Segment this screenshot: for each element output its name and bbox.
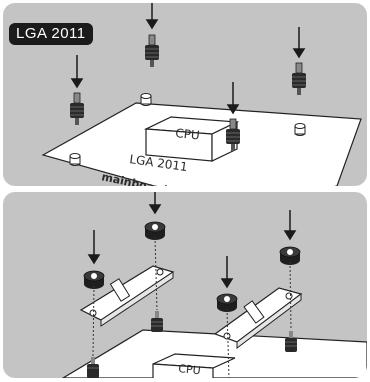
socket-type-badge: LGA 2011 [9,23,93,45]
standoff-screw-icon [292,63,306,95]
mainboard [63,330,367,378]
down-arrow-icon [147,3,157,28]
standoff-screw-icon [285,331,297,352]
down-arrow-icon [89,230,99,263]
down-arrow-icon [294,27,304,57]
cpu-chip: CPU [146,117,237,161]
step-install-standoffs-panel: CPU LGA 2011 mainboard [3,3,367,186]
step-install-brackets-panel: CPU [3,192,367,378]
down-arrow-icon [222,256,232,287]
down-arrow-icon [150,192,160,213]
cpu-label: CPU [178,362,202,377]
standoff-screw-icon [70,93,84,125]
cpu-label: CPU [175,126,201,142]
bracket-install-illustration: CPU [3,192,367,378]
down-arrow-icon [285,210,295,239]
down-arrow-icon [228,82,238,113]
standoff-screw-icon [151,311,163,332]
standoff-screw-icon [145,35,159,67]
down-arrow-icon [72,55,82,87]
